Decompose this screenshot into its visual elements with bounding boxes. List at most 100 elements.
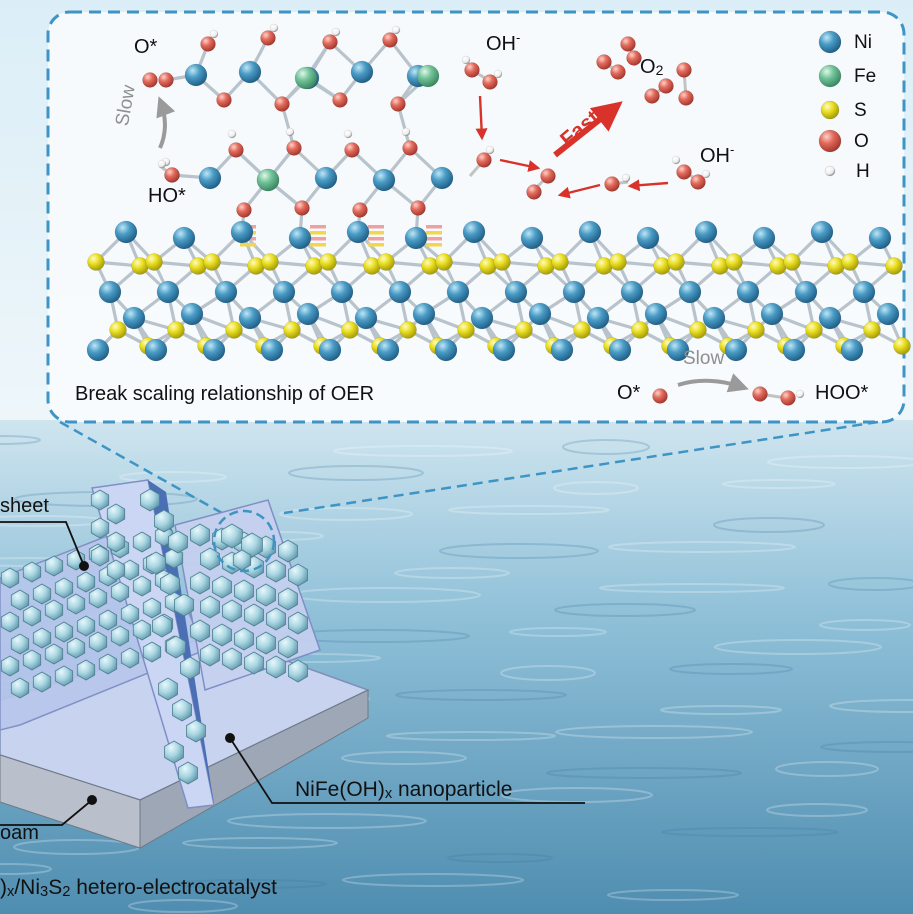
atom-o xyxy=(352,202,368,218)
atom-o xyxy=(658,78,674,94)
atom-s xyxy=(457,321,475,339)
foam-leader-line xyxy=(0,799,93,826)
interface-h-bond-dash xyxy=(368,231,384,235)
interface-h-bond-dash xyxy=(368,237,384,241)
water-ripple xyxy=(448,505,610,515)
oh-adsorption-arrow-right xyxy=(627,179,669,192)
water-ripple xyxy=(119,471,227,483)
atom-ni xyxy=(578,220,602,244)
water-ripple xyxy=(767,455,913,469)
atom-s xyxy=(167,321,185,339)
nanoparticle xyxy=(88,587,108,609)
atom-ni xyxy=(314,166,338,190)
nife-oh-nanoparticles xyxy=(0,488,308,785)
reaction-intermediates xyxy=(142,36,805,406)
atom-ni xyxy=(330,280,354,304)
nanoparticle xyxy=(44,555,64,577)
legend-o-label: O xyxy=(854,131,869,152)
water-ripple xyxy=(669,663,793,675)
atom-h xyxy=(461,55,471,65)
interface-h-bond-dash xyxy=(368,243,384,247)
nanoparticle-leader-line xyxy=(229,737,585,804)
atom-ni xyxy=(644,302,668,326)
atom-s xyxy=(725,253,743,271)
atom-o xyxy=(382,32,398,48)
nanoparticle xyxy=(288,659,308,683)
nanoparticle xyxy=(234,627,254,651)
o2-label: O2 xyxy=(640,56,664,78)
atom-s xyxy=(203,253,221,271)
atom-ni xyxy=(122,306,146,330)
water-ripple xyxy=(607,889,739,901)
nanoparticle xyxy=(140,488,160,512)
water-ripple xyxy=(766,803,868,817)
nanosheet-leader-dot xyxy=(79,561,89,571)
atom-s xyxy=(573,321,591,339)
nanoparticle xyxy=(180,656,200,680)
atom-fe xyxy=(416,64,440,88)
atom-h xyxy=(485,145,495,155)
atom-h xyxy=(227,129,237,139)
nanoparticle xyxy=(142,597,162,619)
atom-s xyxy=(87,253,105,271)
legend-swatch-ni xyxy=(818,30,842,54)
nanoparticle xyxy=(244,603,264,627)
nanoparticle xyxy=(44,599,64,621)
atom-h xyxy=(391,25,401,35)
atom-o xyxy=(410,200,426,216)
water-ripple xyxy=(0,863,52,875)
water-ripple xyxy=(341,751,467,765)
atom-s xyxy=(435,253,453,271)
interface-h-bond-dash xyxy=(310,231,326,235)
atom-h xyxy=(401,127,411,137)
atom-ni xyxy=(678,280,702,304)
atom-s xyxy=(609,253,627,271)
atom-o xyxy=(294,200,310,216)
atom-s xyxy=(805,321,823,339)
lattice-bond xyxy=(280,102,296,150)
atom-ni xyxy=(528,302,552,326)
atom-ni xyxy=(172,226,196,250)
nanoparticle xyxy=(164,740,184,764)
water-ripple xyxy=(661,827,839,837)
atom-ni xyxy=(736,280,760,304)
atom-o xyxy=(200,36,216,52)
interface-h-bond-dash xyxy=(240,243,256,247)
atom-ni xyxy=(520,226,544,250)
atom-ni xyxy=(562,280,586,304)
atom-ni xyxy=(636,226,660,250)
atom-ni xyxy=(818,306,842,330)
atom-s xyxy=(841,253,859,271)
atom-ni xyxy=(868,226,892,250)
atom-h xyxy=(493,69,503,79)
atom-ni xyxy=(230,220,254,244)
nanoparticle xyxy=(0,567,20,589)
water-ripple xyxy=(555,725,753,739)
atom-s xyxy=(747,321,765,339)
nanoparticle xyxy=(10,633,30,655)
atom-ni xyxy=(504,280,528,304)
zoom-connector-right xyxy=(283,420,879,515)
atom-fe xyxy=(294,66,318,90)
atom-ni xyxy=(86,338,110,362)
nanoparticle xyxy=(132,575,152,597)
atom-s xyxy=(885,257,903,275)
atom-o xyxy=(464,62,480,78)
atom-ni xyxy=(430,166,454,190)
water-ripple xyxy=(820,741,913,753)
water-ripple xyxy=(395,689,567,701)
nanoparticle xyxy=(22,561,42,583)
atom-ni xyxy=(260,338,284,362)
atom-ni xyxy=(434,338,458,362)
nanoparticle xyxy=(32,671,52,693)
atom-h xyxy=(209,29,219,39)
atom-ni xyxy=(782,338,806,362)
atom-o xyxy=(228,142,244,158)
nanoparticle xyxy=(160,572,180,596)
nanoparticle xyxy=(10,589,30,611)
nanoparticle xyxy=(142,641,162,663)
interface-h-bond-dash xyxy=(368,225,384,229)
atom-ni xyxy=(412,302,436,326)
water-ripple xyxy=(546,767,742,779)
atom-ni xyxy=(214,280,238,304)
